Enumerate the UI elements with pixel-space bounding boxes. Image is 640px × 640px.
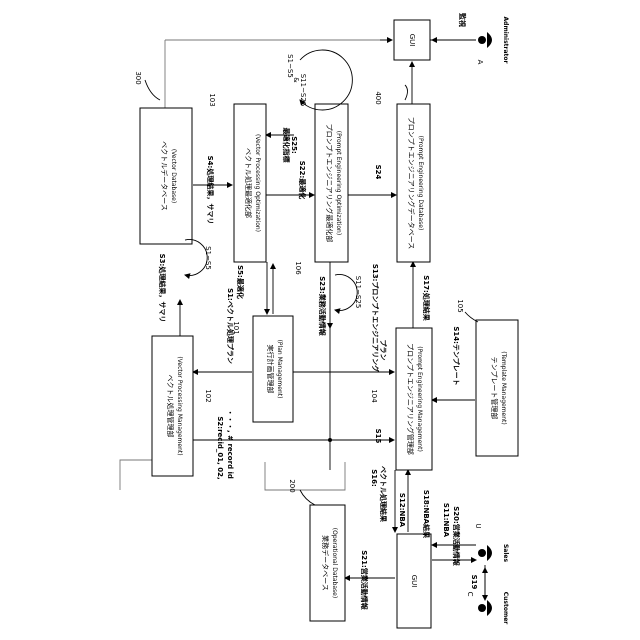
label-s14: S14:テンプレート xyxy=(452,326,461,385)
vector-db-jp: ベクトルデータベース xyxy=(160,141,169,211)
label-s2: S2:recid_01, 02, xyxy=(216,416,224,479)
plan-en: (Plan Management) xyxy=(276,340,283,399)
ref-leader-300 xyxy=(145,80,160,100)
op-db-jp: 業務データベース xyxy=(321,535,330,591)
plan-jp: 実行計画管理部 xyxy=(266,345,275,394)
label-s23: S23:業務活動情報 xyxy=(318,276,327,337)
ref-400: 400 xyxy=(374,91,382,104)
gui-top-label: GUI xyxy=(408,34,416,47)
ref-102: 102 xyxy=(204,389,212,402)
label-s21: S21:営業活動情報 xyxy=(360,550,369,611)
ref-leader-400 xyxy=(405,85,408,100)
label-s13: S13:プロンプトエンジニアリング xyxy=(371,264,380,372)
vpo-jp: ベクトル処理最適化部 xyxy=(244,148,253,218)
label-s15: S15 xyxy=(374,429,382,444)
peo-en: (Prompt Engineering Optimization) xyxy=(335,131,342,235)
label-s24: S24 xyxy=(374,165,382,180)
label-s13b: プラン xyxy=(379,340,388,361)
vector-db-en: (Vector Database) xyxy=(170,149,177,203)
junction-center xyxy=(328,438,332,442)
ref-103: 103 xyxy=(208,93,216,106)
ref-leader-105 xyxy=(465,312,478,322)
bus-bottom xyxy=(265,462,345,490)
admin-ref: A xyxy=(476,60,484,65)
tm-jp: テンプレート管理部 xyxy=(490,357,499,420)
label-s2b: ・・・, # record id xyxy=(226,409,234,479)
vpm-en: (Vector Processing Management) xyxy=(176,356,183,455)
op-db-en: (Operational Database) xyxy=(331,528,338,598)
gui-bottom-label: GUI xyxy=(410,575,418,588)
loop-mid-label: S1~S5 xyxy=(204,246,212,270)
customer-ref: C xyxy=(466,592,474,597)
label-s11: S11:NBA xyxy=(442,503,450,538)
sales-label: Sales xyxy=(502,544,509,562)
label-s25b: 最適化指標 xyxy=(282,128,291,163)
label-s16b: ベクトル処理結果 xyxy=(379,466,388,522)
vpo-en: (Vector Processing Optimization) xyxy=(254,134,261,232)
label-s3: S3:処理結果，サマリ xyxy=(158,254,167,323)
sales-figure xyxy=(478,545,492,561)
pem-jp: プロンプトエンジニアリング管理部 xyxy=(406,343,415,455)
loop-mid xyxy=(185,240,207,276)
customer-figure xyxy=(478,600,492,616)
ped-jp: プロンプトエンジニアリングデータベース xyxy=(407,117,416,249)
monitor-label: 監視 xyxy=(458,13,467,27)
administrator-figure xyxy=(478,32,492,48)
admin-label: Administrator xyxy=(502,17,509,64)
ref-105: 105 xyxy=(456,299,464,312)
label-s22: S22:最適化 xyxy=(298,161,307,200)
label-s17: S17:処理結果 xyxy=(422,275,431,321)
ped-en: (Prompt Engineering Database) xyxy=(417,136,424,231)
ref-200: 200 xyxy=(288,479,296,492)
bus-left xyxy=(120,460,155,490)
loop-top-b: S11~S25 xyxy=(299,74,307,107)
sales-ref: U xyxy=(474,523,482,528)
loop-top-amp: & xyxy=(292,77,300,83)
peo-jp: プロンプトエンジニアリング最適化部 xyxy=(325,124,334,243)
loop-right xyxy=(335,275,357,311)
pem-en: (Prompt Engineering Management) xyxy=(416,346,423,452)
tm-en: (Template Management) xyxy=(500,351,507,425)
ref-300: 300 xyxy=(134,71,142,84)
label-s18: S18:NBA結果 xyxy=(422,490,431,538)
loop-right-label: S11~S25 xyxy=(354,276,362,309)
label-s20: S20:営業活動情報 xyxy=(452,506,461,567)
label-s19: S19 xyxy=(470,575,478,590)
bus-top xyxy=(165,40,392,185)
label-s12: S12:NBA xyxy=(398,493,406,528)
label-s25: S25: xyxy=(290,136,298,154)
label-s4: S4:処理結果，サマリ xyxy=(206,156,215,225)
ref-104: 104 xyxy=(370,389,378,403)
ref-106: 106 xyxy=(294,261,302,275)
vpm-jp: ベクトル処理管理部 xyxy=(166,375,175,438)
label-s16: S16: xyxy=(370,469,378,487)
loop-top-a: S1~S5 xyxy=(286,54,294,78)
ref-leader-200 xyxy=(300,490,315,505)
customer-label: Customer xyxy=(502,592,509,625)
label-s5: S5:最適化 xyxy=(236,265,245,299)
label-s1: S1:ベクトル処理プラン xyxy=(226,288,235,364)
